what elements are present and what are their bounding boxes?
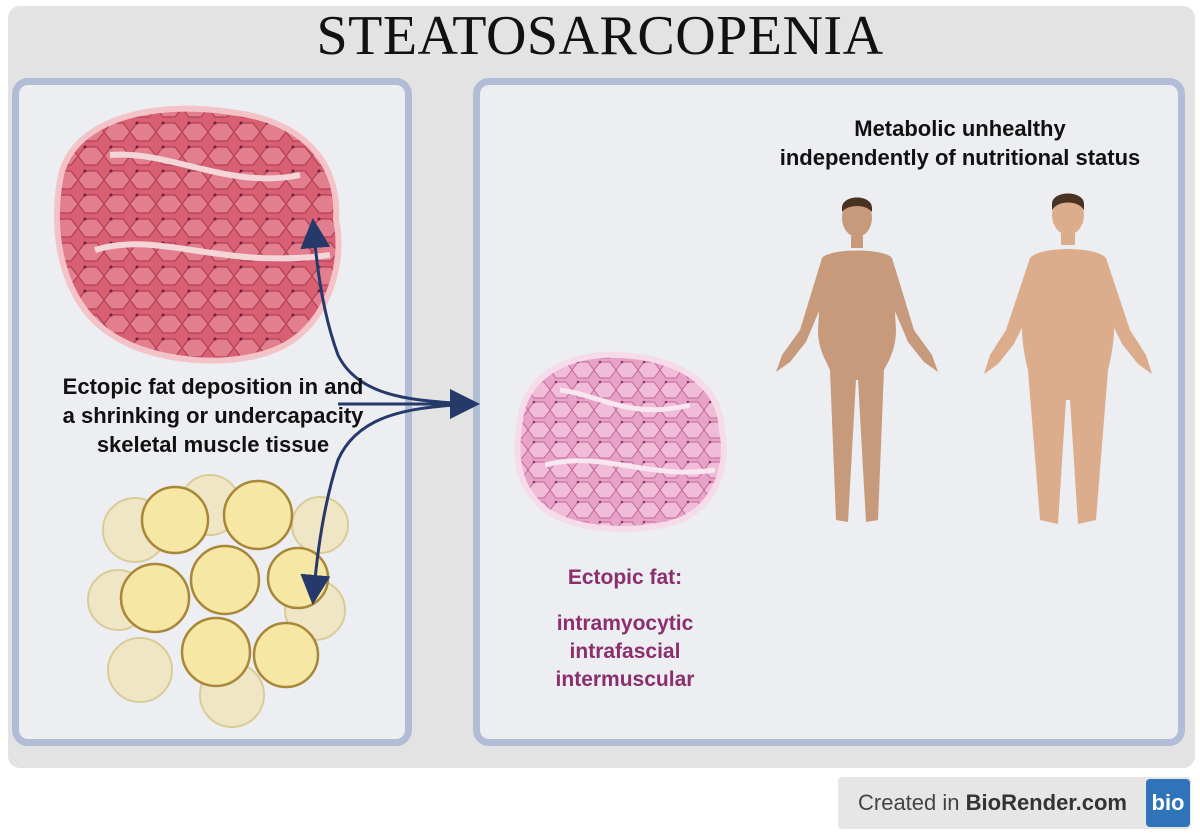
muscle-caption-line-2: a shrinking or undercapacity bbox=[62, 403, 364, 428]
ectopic-fat-heading: Ectopic fat: bbox=[567, 566, 683, 589]
ectopic-type-intermuscular: intermuscular bbox=[555, 668, 695, 691]
curved-arrow-icon bbox=[300, 218, 480, 605]
ectopic-type-intrafascial: intrafascial bbox=[569, 640, 681, 663]
right-panel bbox=[473, 78, 1185, 746]
biorender-logo-icon[interactable]: bio bbox=[1146, 779, 1190, 827]
muscle-tissue-icon bbox=[54, 105, 342, 364]
metabolic-caption: Metabolic unhealthy independently of nut… bbox=[730, 114, 1190, 172]
figure-title: STEATOSARCOPENIA bbox=[316, 5, 884, 67]
ectopic-type-intramyocytic: intramyocytic bbox=[556, 612, 694, 635]
muscle-caption: Ectopic fat deposition in and a shrinkin… bbox=[18, 372, 408, 459]
biorender-credit[interactable]: Created in BioRender.com bbox=[858, 790, 1127, 816]
obese-body-icon bbox=[984, 193, 1152, 524]
ectopic-fat-types: intramyocytic intrafascial intermuscular bbox=[520, 610, 730, 694]
biorender-brand: BioRender.com bbox=[965, 790, 1127, 815]
normal-body-icon bbox=[776, 197, 938, 522]
muscle-caption-line-3: skeletal muscle tissue bbox=[96, 432, 330, 457]
metabolic-caption-line-2: independently of nutritional status bbox=[779, 145, 1141, 170]
fatty-muscle-icon bbox=[514, 351, 727, 532]
created-in-text: Created in bbox=[858, 790, 966, 815]
adipose-tissue-icon bbox=[87, 474, 349, 728]
metabolic-caption-line-1: Metabolic unhealthy bbox=[854, 116, 1066, 141]
biorender-badge[interactable] bbox=[838, 777, 1191, 829]
muscle-caption-line-1: Ectopic fat deposition in and bbox=[62, 374, 364, 399]
